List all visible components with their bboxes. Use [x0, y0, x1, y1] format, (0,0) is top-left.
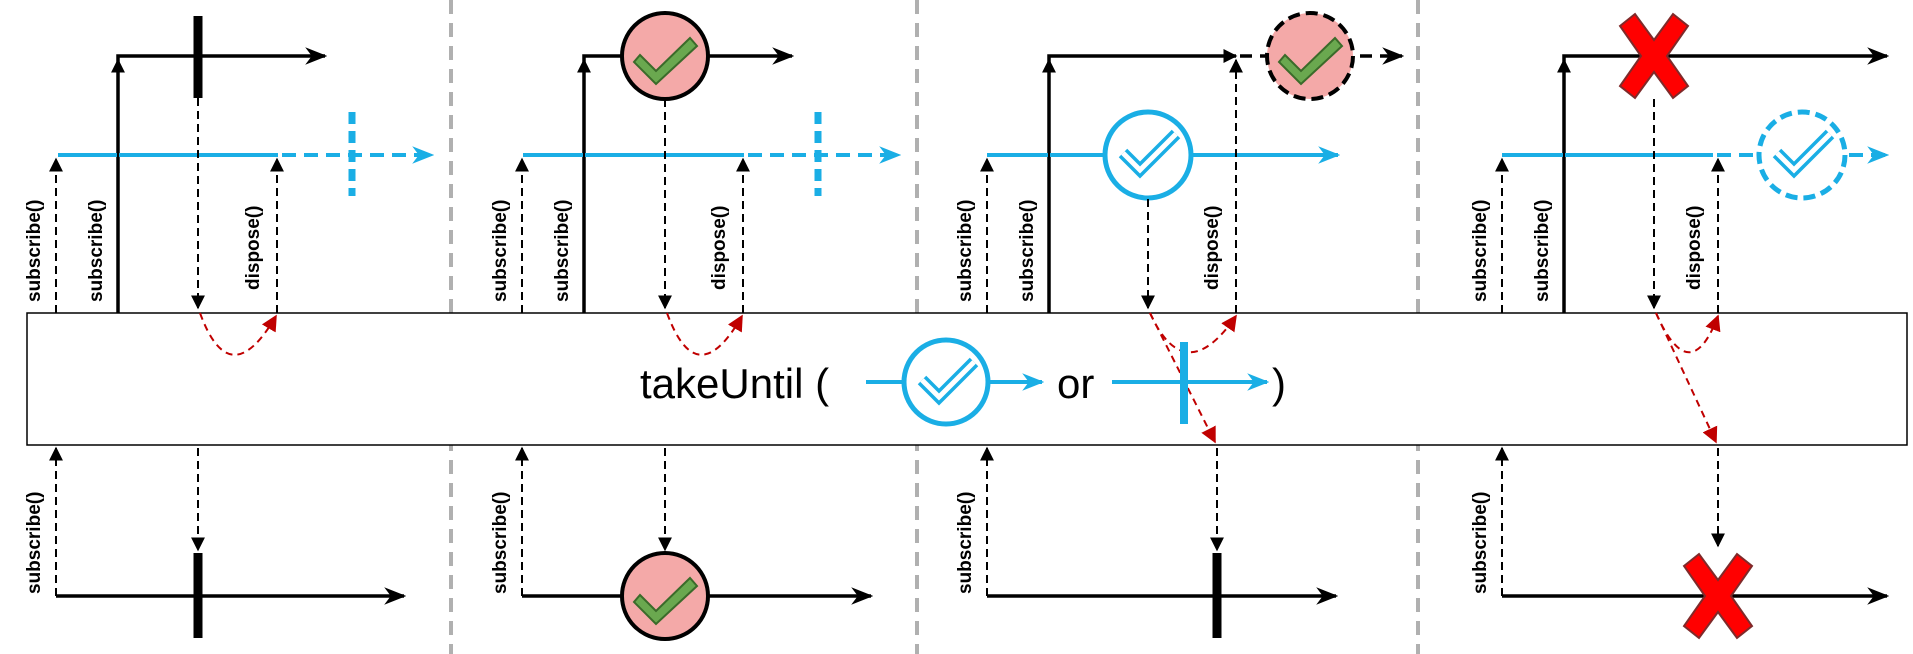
subscribe-label: subscribe()	[86, 200, 107, 302]
dispose-trigger-arrow	[666, 312, 743, 356]
subscribe-label: subscribe()	[552, 200, 573, 302]
dispose-label: dispose()	[1202, 206, 1223, 290]
subscribe-label: subscribe()	[1470, 492, 1491, 594]
check-circle-icon-disposed	[1265, 11, 1355, 101]
source-timeline	[1562, 47, 1890, 313]
panel-source-completes: subscribe() subscribe() dispose() subscr…	[24, 16, 435, 638]
check-circle-icon-disposed	[1756, 109, 1848, 201]
dispose-trigger-arrow	[199, 312, 277, 356]
subscribe-label: subscribe()	[1470, 200, 1491, 302]
dispose-label: dispose()	[1684, 206, 1705, 290]
panel-source-completes-with-value: subscribe() subscribe() dispose() subscr…	[490, 11, 902, 641]
source-timeline	[116, 47, 328, 313]
operator-box: takeUntil ( or )	[26, 312, 1908, 446]
panel-source-errors: subscribe() subscribe() dispose() subscr…	[1470, 12, 1890, 640]
operator-name: takeUntil (	[640, 360, 829, 407]
check-circle-icon	[901, 337, 991, 427]
dispose-label: dispose()	[243, 206, 264, 290]
subscribe-label: subscribe()	[955, 200, 976, 302]
x-cross-icon	[1618, 12, 1690, 100]
check-circle-icon	[620, 551, 710, 641]
subscribe-label: subscribe()	[24, 492, 45, 594]
subscribe-label: subscribe()	[1532, 200, 1553, 302]
x-cross-icon	[1682, 552, 1754, 640]
check-circle-icon	[1102, 109, 1194, 201]
subscribe-label: subscribe()	[490, 200, 511, 302]
subscribe-label: subscribe()	[1017, 200, 1038, 302]
subscribe-label: subscribe()	[955, 492, 976, 594]
operator-close: )	[1272, 360, 1286, 407]
subscribe-label: subscribe()	[490, 492, 511, 594]
operator-separator: or	[1057, 360, 1094, 407]
panel-notifier-emits: subscribe() subscribe() dispose() subscr…	[955, 11, 1405, 638]
dispose-label: dispose()	[709, 206, 730, 290]
subscribe-label: subscribe()	[24, 200, 45, 302]
check-circle-icon	[620, 11, 710, 101]
